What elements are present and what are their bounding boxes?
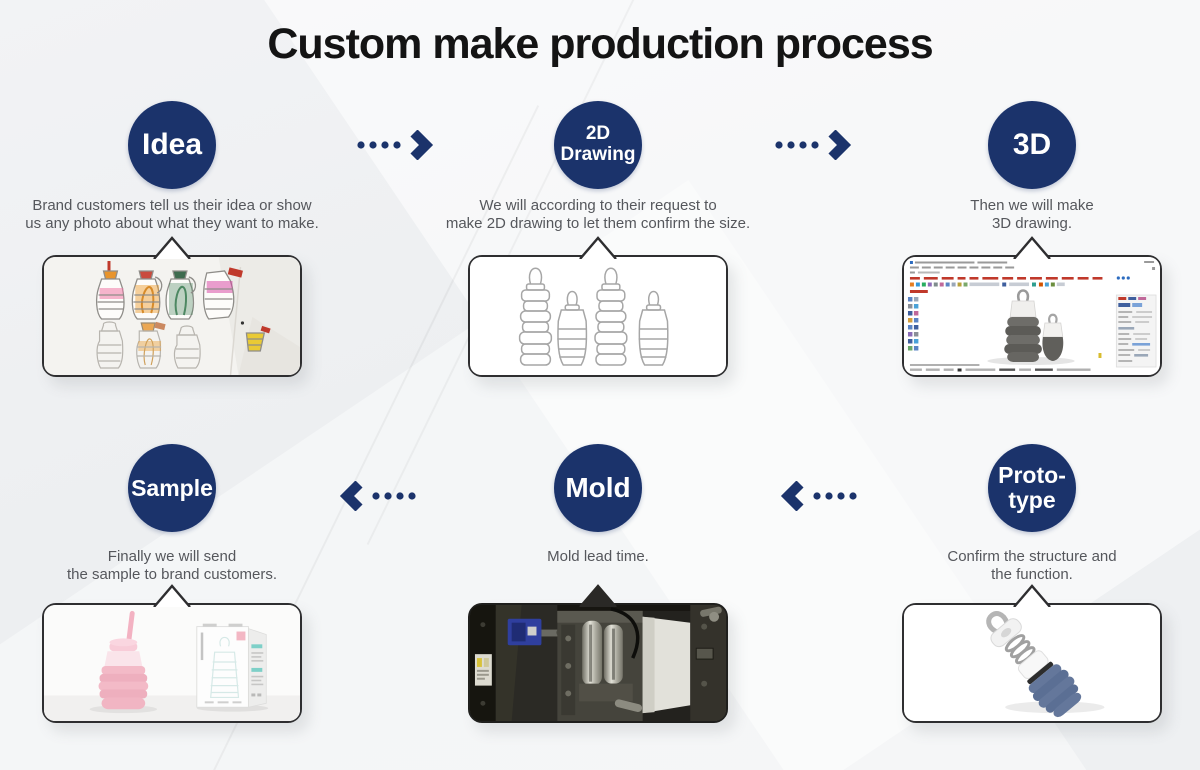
step-badge-3d: 3D: [988, 101, 1076, 189]
prototype-image-callout: [902, 584, 1162, 723]
sample-product-image: [44, 605, 300, 721]
dotted-arrow-right-icon: [774, 130, 856, 160]
sample-image-callout: [42, 584, 302, 723]
step-description: Mold lead time.: [547, 548, 649, 565]
step-description: Brand customers tell us their idea or sh…: [25, 197, 319, 232]
2d-drawing-image: [470, 257, 726, 375]
step-description: We will according to their request to ma…: [445, 197, 751, 232]
step-badge-prototype: Proto- type: [988, 444, 1076, 532]
step-mold: Mold Mold lead time.: [468, 444, 728, 723]
callout-notch-icon: [153, 236, 191, 259]
dotted-arrow-right-icon: [356, 130, 438, 160]
step-prototype: Proto- type Confirm the structure and th…: [902, 444, 1162, 723]
callout-notch-icon: [579, 584, 617, 607]
step-badge-2d-drawing: 2D Drawing: [554, 101, 642, 189]
step-badge-label: Proto- type: [998, 461, 1066, 513]
step-2d-drawing: 2D Drawing We will according to their re…: [446, 101, 750, 377]
step-description: Finally we will send the sample to brand…: [66, 548, 278, 583]
callout-notch-icon: [579, 236, 617, 259]
idea-image-callout: [42, 236, 302, 377]
step-3d: 3D Then we will make 3D drawing.: [902, 101, 1162, 377]
step-badge-sample: Sample: [128, 444, 216, 532]
step-badge-label: Sample: [131, 474, 213, 501]
mold-image-callout: [468, 584, 728, 723]
step-sample: Sample Finally we will send the sample t…: [42, 444, 302, 723]
mold-machine-image: [470, 605, 726, 721]
3d-image-callout: [902, 236, 1162, 377]
callout-notch-icon: [1013, 236, 1051, 259]
step-description: Then we will make 3D drawing.: [970, 197, 1094, 232]
step-badge-label: 2D Drawing: [560, 123, 636, 165]
step-description: Confirm the structure and the function.: [947, 548, 1117, 583]
3d-cad-image: [904, 257, 1160, 375]
step-badge-label: Mold: [565, 472, 631, 504]
step-badge-mold: Mold: [554, 444, 642, 532]
prototype-render-image: [904, 605, 1160, 721]
page-title: Custom make production process: [267, 20, 933, 68]
dotted-arrow-left-icon: [335, 481, 417, 511]
step-badge-label: 3D: [1012, 128, 1052, 162]
step-badge-label: Idea: [141, 128, 203, 162]
idea-sketch-image: [44, 257, 300, 375]
step-badge-idea: Idea: [128, 101, 216, 189]
2d-drawing-image-callout: [468, 236, 728, 377]
step-idea: Idea Brand customers tell us their idea …: [25, 101, 319, 377]
callout-notch-icon: [153, 584, 191, 607]
dotted-arrow-left-icon: [776, 481, 858, 511]
callout-notch-icon: [1013, 584, 1051, 607]
